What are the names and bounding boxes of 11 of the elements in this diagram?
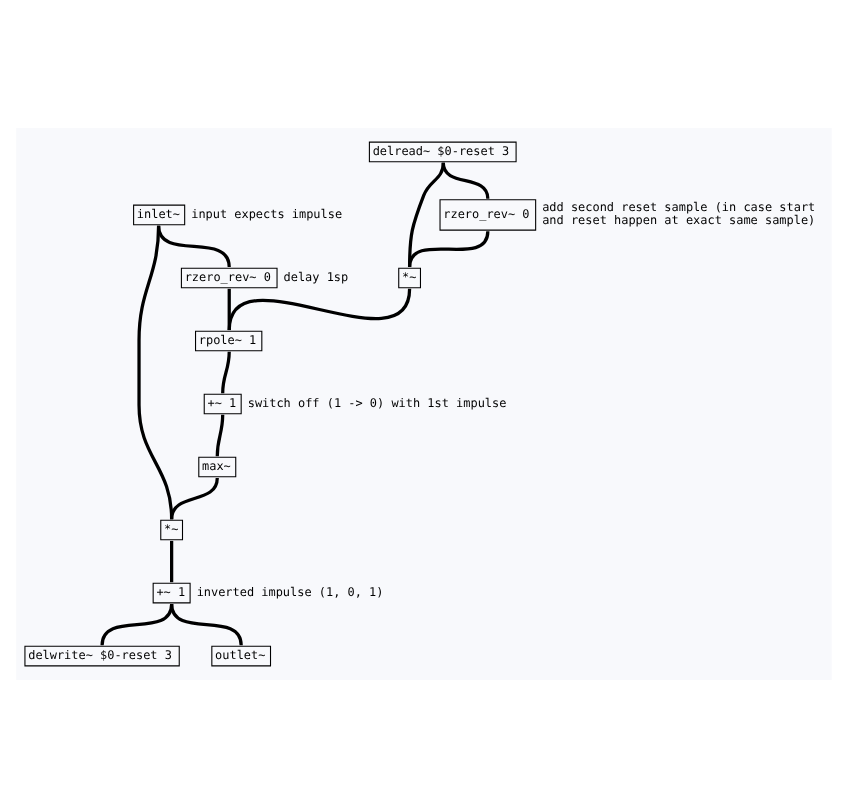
connector xyxy=(215,414,225,457)
connector xyxy=(407,162,445,268)
connector xyxy=(441,162,490,199)
connector xyxy=(170,540,174,583)
connector xyxy=(221,351,231,394)
connector xyxy=(170,477,219,520)
connector xyxy=(137,225,174,520)
connector xyxy=(227,288,412,331)
connector xyxy=(157,225,231,268)
connector xyxy=(170,603,243,646)
connector xyxy=(408,230,490,268)
